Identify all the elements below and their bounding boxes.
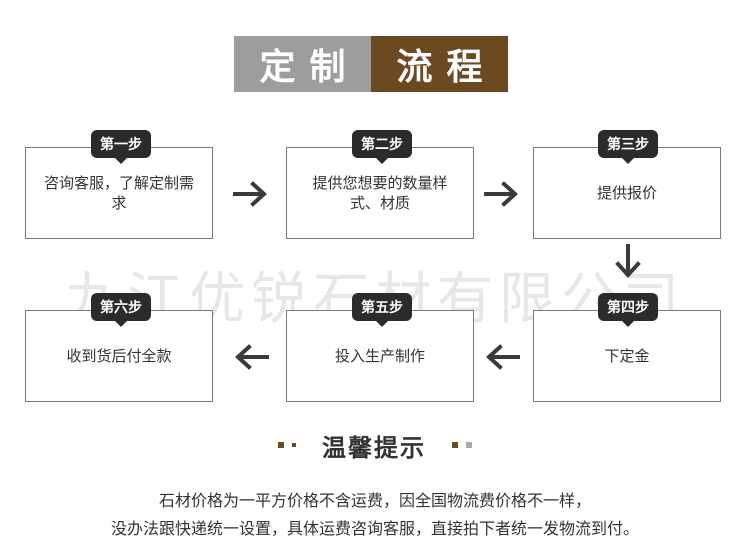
step-6-text: 收到货后付全款	[66, 347, 172, 365]
step-3-text: 提供报价	[596, 184, 657, 202]
tips-title: 温馨提示	[322, 433, 426, 462]
step-6-box: 收到货后付全款	[25, 310, 213, 402]
step-2-tag: 第二步	[352, 130, 412, 164]
arrow-left-icon	[235, 344, 269, 370]
step-5-text: 投入生产制作	[334, 347, 425, 365]
step-2-text: 提供您想要的数量样式、材质	[312, 174, 448, 212]
page-title: 定制 流程	[234, 36, 508, 92]
title-right: 流程	[371, 36, 508, 92]
step-4-tag: 第四步	[598, 293, 658, 327]
step-1-tag: 第一步	[91, 130, 151, 164]
step-5-tag: 第五步	[352, 293, 412, 327]
tips-line-2: 没办法跟快递统一设置，具体运费咨询客服，直接拍下者统一发物流到付。	[110, 519, 639, 538]
dots-left-icon	[278, 442, 296, 448]
arrow-right-icon	[484, 181, 518, 207]
arrow-right-icon	[233, 181, 267, 207]
step-3-tag: 第三步	[598, 130, 658, 164]
dots-right-icon	[452, 442, 472, 448]
step-1-text: 咨询客服，了解定制需求	[43, 174, 194, 212]
tips-line-1: 石材价格为一平方价格不含运费，因全国物流费价格不一样，	[158, 491, 591, 510]
arrow-down-icon	[615, 244, 641, 278]
step-4-text: 下定金	[604, 347, 650, 365]
title-left: 定制	[234, 36, 371, 92]
step-6-tag: 第六步	[91, 293, 151, 327]
tips-header: 温馨提示	[0, 425, 750, 465]
arrow-left-icon	[486, 344, 520, 370]
